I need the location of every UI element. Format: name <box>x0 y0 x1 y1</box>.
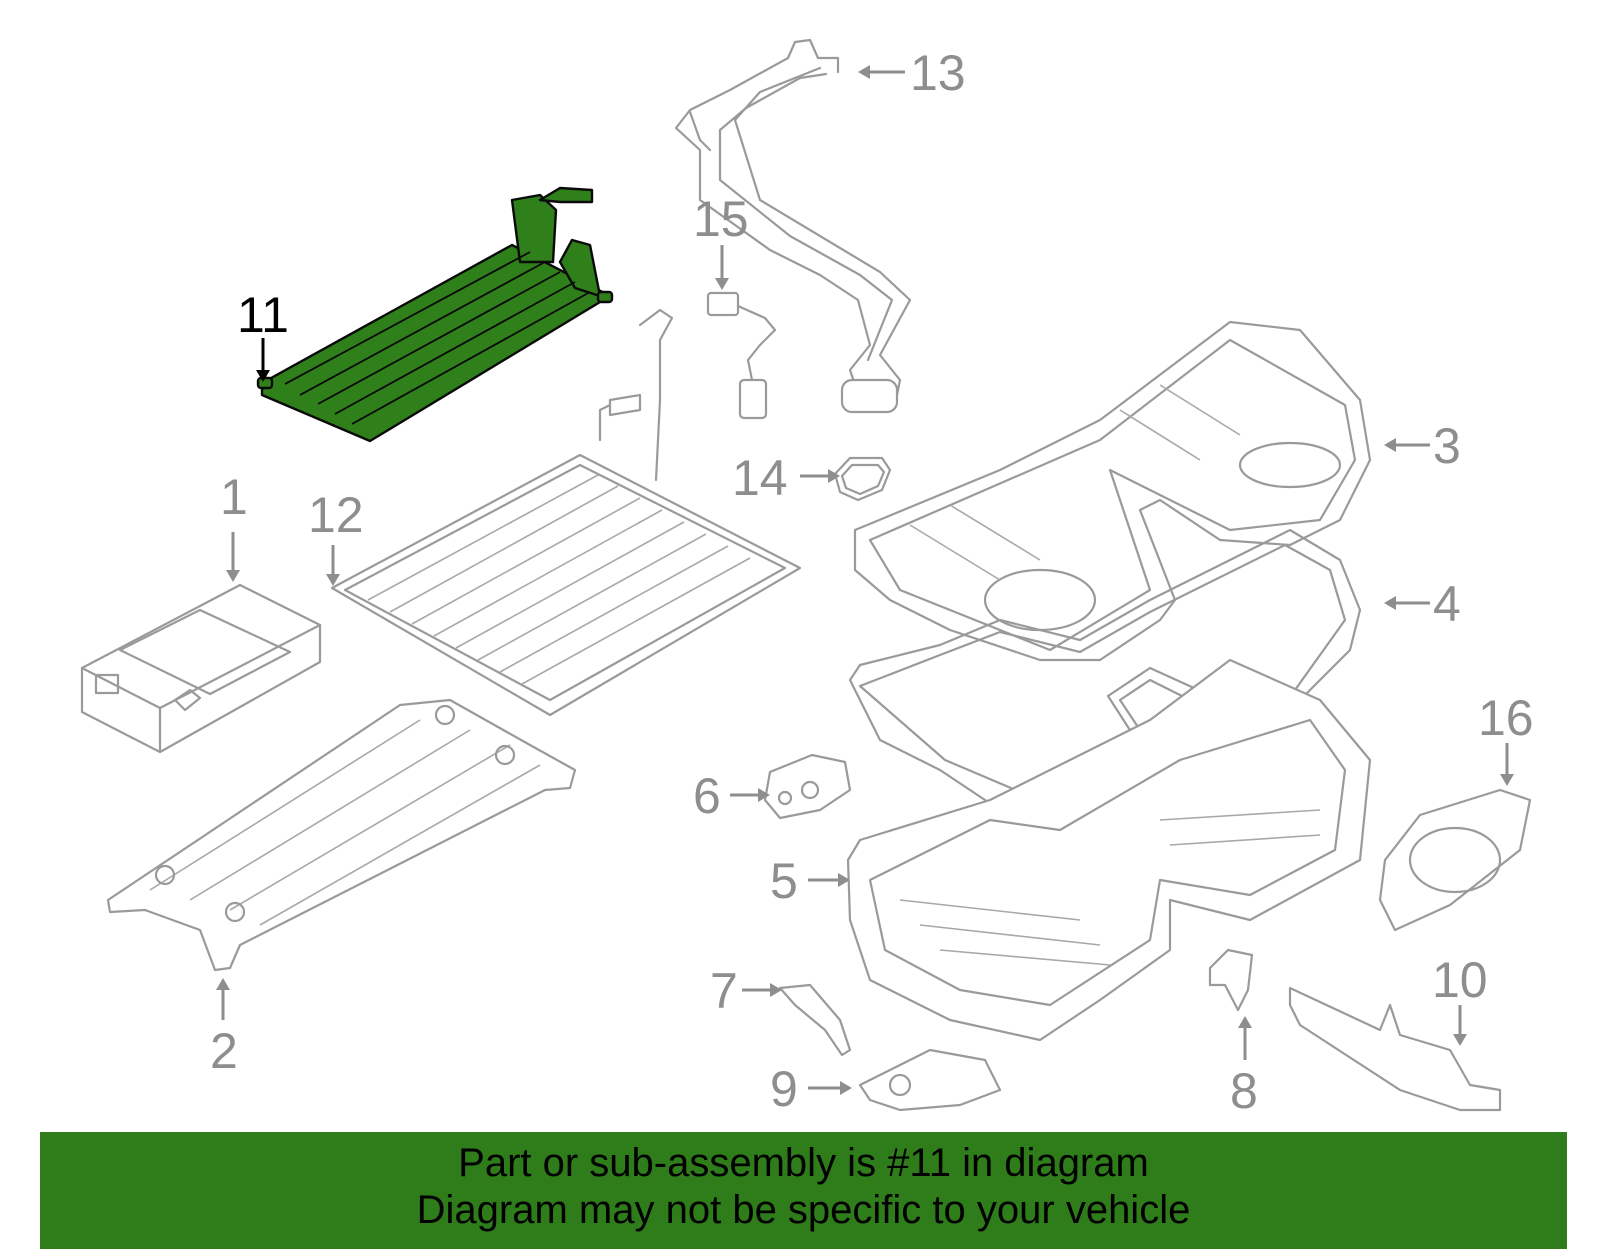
banner-line-disclaimer: Diagram may not be specific to your vehi… <box>416 1188 1191 1232</box>
callout-1[interactable]: 1 <box>220 469 248 525</box>
callout-labels: 11 1 12 15 13 14 3 4 16 6 5 7 9 2 8 10 <box>210 45 1534 1119</box>
part-9-mount <box>858 1048 1002 1112</box>
callout-12[interactable]: 12 <box>308 487 364 543</box>
callout-3[interactable]: 3 <box>1433 418 1461 474</box>
callout-8[interactable]: 8 <box>1230 1063 1258 1119</box>
callout-6[interactable]: 6 <box>693 768 721 824</box>
part-7-bracket <box>778 983 852 1057</box>
part-11-highlighted[interactable] <box>256 186 614 443</box>
callout-arrows <box>216 65 1514 1095</box>
callout-16[interactable]: 16 <box>1478 690 1534 746</box>
banner-line-part: Part or sub-assembly is #11 in diagram <box>458 1141 1149 1185</box>
callout-9[interactable]: 9 <box>770 1061 798 1117</box>
callout-10[interactable]: 10 <box>1432 952 1488 1008</box>
callout-11[interactable]: 11 <box>237 287 289 343</box>
part-8-bracket <box>1208 948 1254 1012</box>
part-3-battery-cover <box>853 320 1372 662</box>
callout-14[interactable]: 14 <box>732 450 788 506</box>
callout-5[interactable]: 5 <box>770 853 798 909</box>
callout-4[interactable]: 4 <box>1433 576 1461 632</box>
part-6-mount <box>763 753 852 820</box>
callout-13[interactable]: 13 <box>910 45 966 101</box>
part-2-underbody-plate <box>106 698 577 972</box>
part-5-battery-tray <box>846 658 1372 1042</box>
callout-2[interactable]: 2 <box>210 1023 238 1079</box>
part-15-sensor <box>706 291 777 420</box>
part-16-side-cover <box>1378 788 1532 932</box>
info-banner: Part or sub-assembly is #11 in diagram D… <box>40 1132 1567 1249</box>
part-10-rail <box>1288 986 1502 1112</box>
part-13-pipes <box>674 38 912 414</box>
part-12-cooling-plate <box>330 308 802 717</box>
callout-15[interactable]: 15 <box>693 191 749 247</box>
callout-7[interactable]: 7 <box>710 963 738 1019</box>
part-1-module <box>80 583 322 754</box>
part-14-seal <box>833 456 892 502</box>
